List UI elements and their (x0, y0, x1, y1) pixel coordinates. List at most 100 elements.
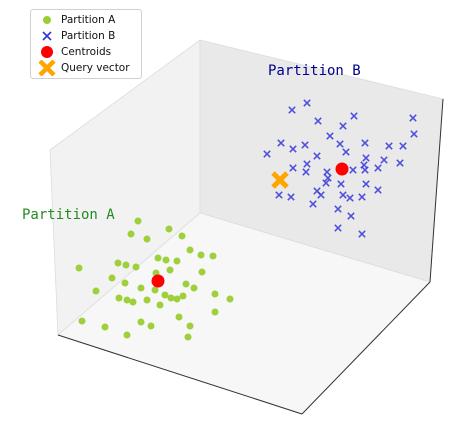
partition-a-point-38 (101, 323, 109, 331)
partition-a-label: Partition A (22, 207, 115, 223)
partition-a-point-5 (186, 246, 194, 254)
partition-b-point-24 (302, 168, 310, 176)
partition-b-point-11 (361, 139, 369, 147)
partition-a-point-20 (190, 284, 198, 292)
partition-a-point-34 (156, 301, 164, 309)
legend-marker-dot (43, 16, 51, 24)
partition-b-point-29 (322, 179, 330, 187)
partition-b-point-25 (323, 168, 331, 176)
partition-b-point-26 (349, 166, 357, 174)
partition-a-point-39 (137, 318, 145, 326)
partition-b-point-36 (339, 191, 347, 199)
partition-b-point-2 (350, 112, 358, 120)
partition-a-point-33 (143, 296, 151, 304)
partition-a-point-30 (179, 292, 187, 300)
partition-b-point-38 (309, 200, 317, 208)
partition-b-point-41 (334, 224, 342, 232)
legend-label: Centroids (61, 46, 112, 58)
partition-a-point-26 (129, 298, 137, 306)
axis-line-right (301, 281, 431, 415)
partition-b-point-0 (303, 99, 311, 107)
partition-a-point-37 (78, 317, 86, 325)
partition-a-point-31 (211, 290, 219, 298)
legend-label: Partition B (61, 30, 116, 42)
partition-b-point-12 (385, 142, 393, 150)
partition-b-point-22 (303, 160, 311, 168)
centroids-point-0 (151, 274, 165, 288)
partition-b-point-5 (339, 122, 347, 130)
partition-b-point-21 (396, 159, 404, 167)
partition-a-point-27 (161, 291, 169, 299)
partition-a-point-41 (123, 331, 131, 339)
partition-b-point-39 (334, 205, 342, 213)
legend-item-partition-b: Partition B (31, 28, 141, 44)
partition-a-point-25 (123, 296, 131, 304)
partition-b-point-31 (362, 180, 370, 188)
partition-b-point-7 (410, 130, 418, 138)
partition-a-point-32 (226, 295, 234, 303)
partition-a-point-24 (115, 294, 123, 302)
axis-line-vertical (429, 98, 444, 283)
partition-a-point-40 (147, 322, 155, 330)
partition-a-point-18 (198, 268, 206, 276)
partition-b-point-30 (337, 180, 345, 188)
legend-label: Partition A (61, 14, 116, 26)
partition-b-point-33 (275, 191, 283, 199)
partition-b-point-43 (324, 174, 332, 182)
partition-b-label: Partition B (268, 63, 361, 79)
partition-a-point-13 (132, 263, 140, 271)
partition-a-point-15 (108, 274, 116, 282)
legend-marker-query (38, 60, 56, 76)
partition-b-point-13 (399, 142, 407, 150)
partition-a-point-17 (166, 266, 174, 274)
partition-a-point-19 (182, 280, 190, 288)
partition-a-point-1 (165, 225, 173, 233)
partition-b-point-40 (347, 212, 355, 220)
centroids-point-1 (335, 162, 349, 176)
legend-item-partition-a: Partition A (31, 12, 141, 28)
partition-a-point-2 (127, 230, 135, 238)
partition-b-point-3 (409, 114, 417, 122)
partition-a-point-28 (167, 294, 175, 302)
chart-marks (75, 99, 418, 341)
partition-b-point-4 (314, 117, 322, 125)
partition-b-point-27 (361, 166, 369, 174)
partition-b-point-18 (362, 154, 370, 162)
partition-a-point-3 (143, 235, 151, 243)
partition-b-point-28 (374, 164, 382, 172)
partition-b-point-16 (313, 152, 321, 160)
partition-a-point-44 (151, 286, 159, 294)
legend-marker-centroid (41, 46, 53, 58)
partition-b-point-17 (342, 148, 350, 156)
partition-a-point-8 (154, 254, 162, 262)
partition-b-point-37 (358, 193, 366, 201)
partition-b-point-8 (277, 139, 285, 147)
partition-a-point-6 (197, 251, 205, 259)
partition-a-point-29 (173, 295, 181, 303)
partition-a-point-14 (75, 264, 83, 272)
partition-b-point-14 (263, 150, 271, 158)
partition-b-point-6 (326, 132, 334, 140)
partition-b-point-32 (374, 186, 382, 194)
legend-marker-x (42, 31, 52, 41)
partition-b-point-20 (380, 156, 388, 164)
partition-a-point-43 (186, 322, 194, 330)
partition-b-point-34 (287, 193, 295, 201)
query-vector-point-0 (271, 171, 289, 189)
partition-a-point-35 (211, 308, 219, 316)
partition-b-point-9 (301, 141, 309, 149)
partition-a-point-0 (134, 217, 142, 225)
partition-b-point-15 (289, 145, 297, 153)
partition-a-point-10 (173, 257, 181, 265)
partition-a-point-7 (209, 252, 217, 260)
legend-item-query-vector: Query vector (31, 60, 141, 76)
partition-a-point-9 (162, 256, 170, 264)
legend-item-centroids: Centroids (31, 44, 141, 60)
partition-a-point-21 (137, 284, 145, 292)
legend: Partition A Partition B Centroids Query … (30, 9, 142, 79)
partition-b-point-45 (317, 191, 325, 199)
partition-a-point-36 (175, 313, 183, 321)
partition-a-point-23 (92, 287, 100, 295)
partition-b-point-23 (289, 164, 297, 172)
